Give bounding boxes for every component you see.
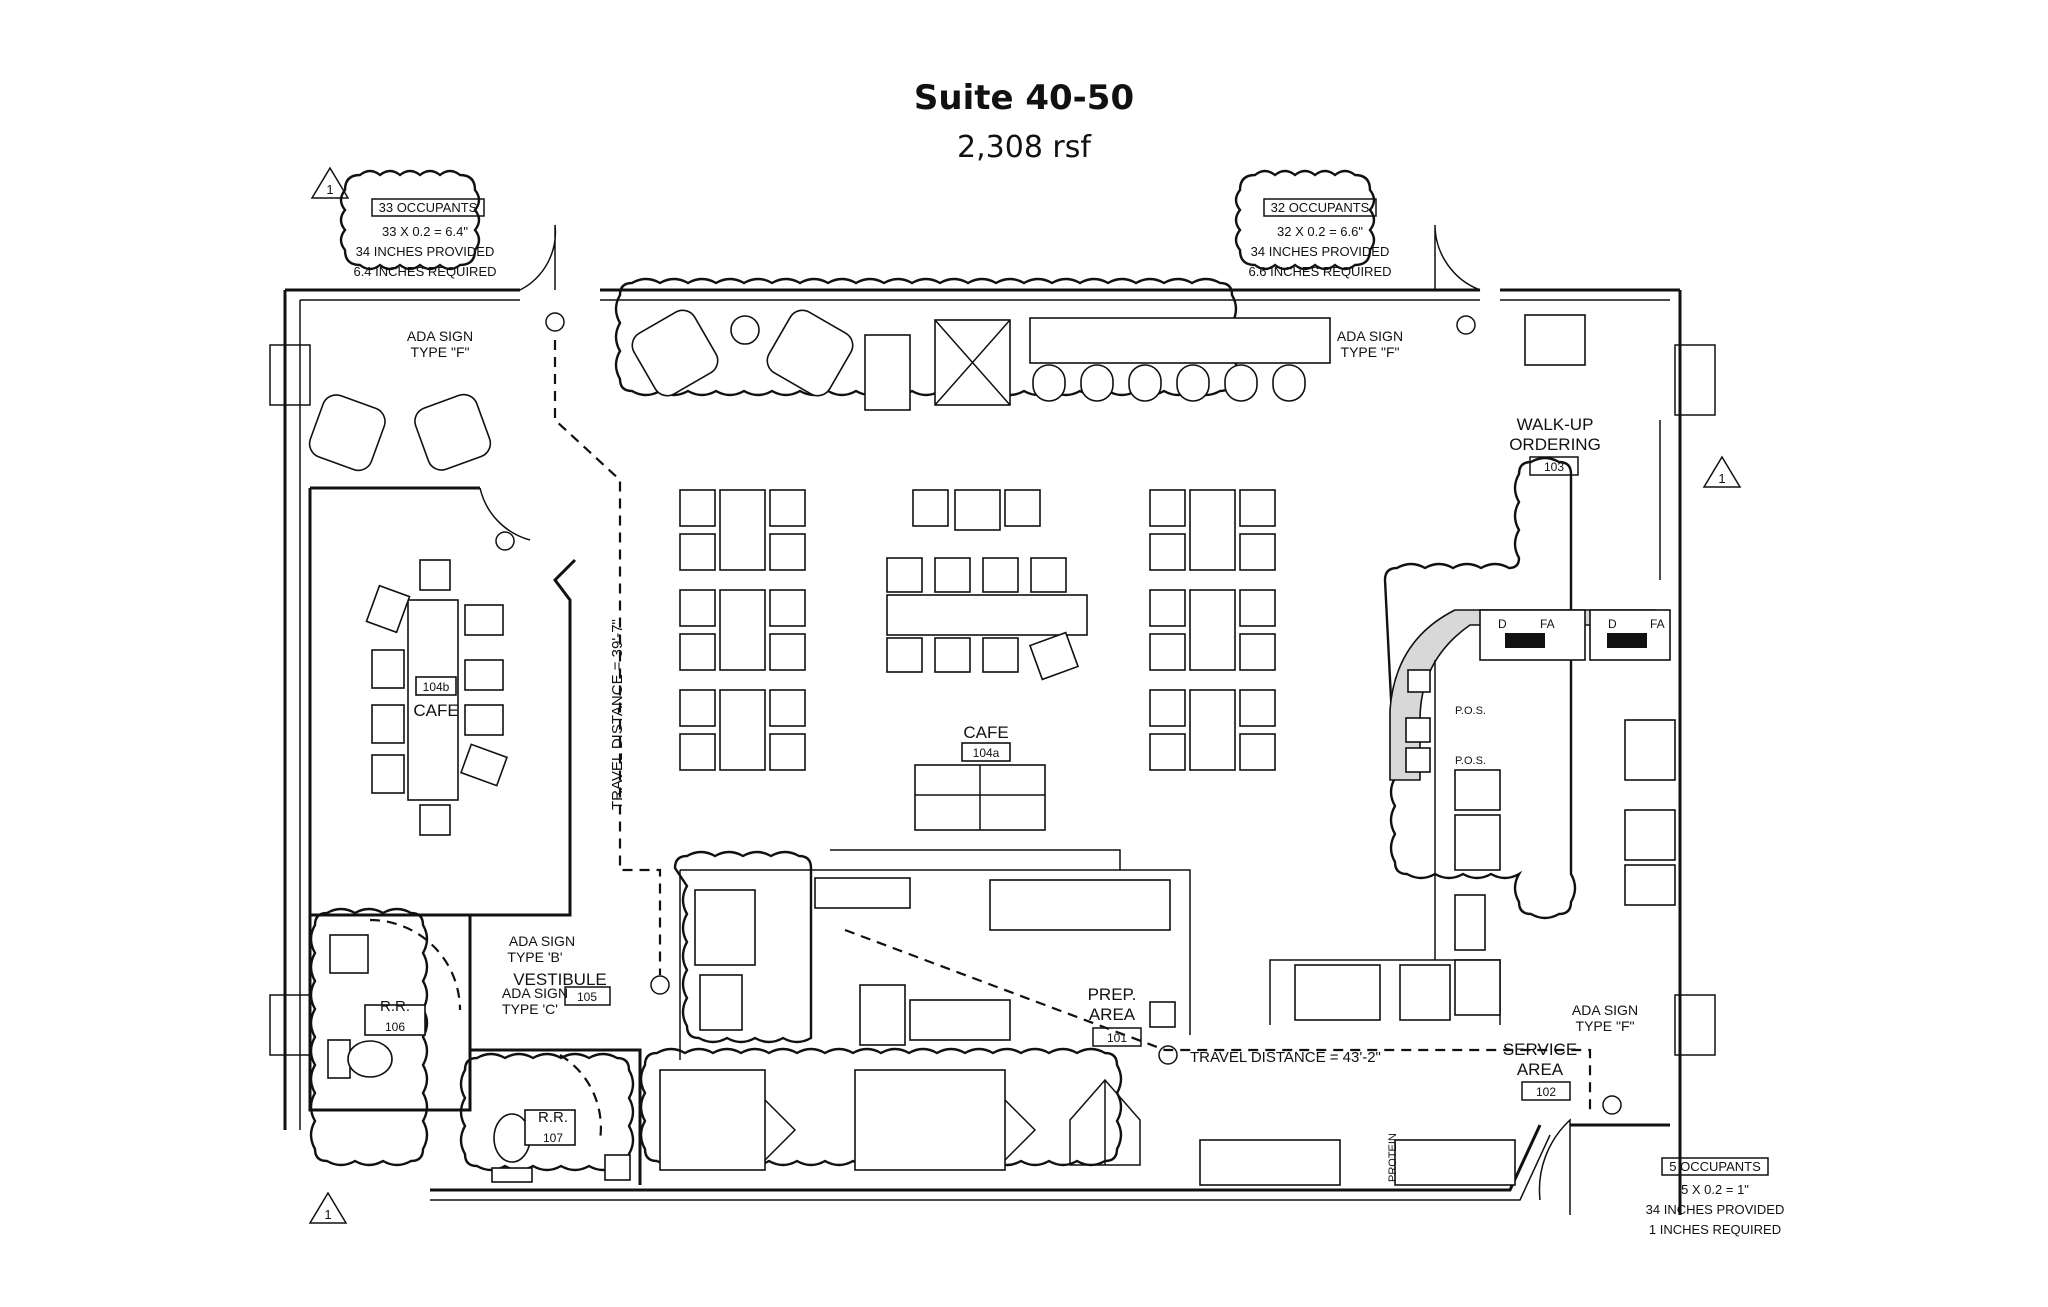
- equipment-label: D: [1498, 617, 1507, 631]
- inches-required: 1 INCHES REQUIRED: [1649, 1222, 1781, 1237]
- equipment-label: FA: [1540, 617, 1555, 631]
- room-number: 103: [1544, 460, 1564, 474]
- ada-sign-type: TYPE "F": [1341, 344, 1400, 360]
- service-counter: D FA D FA P.O.S. P.O.S. SERVICE AREA 102: [1269, 609, 1676, 1115]
- occupants-calc: 33 X 0.2 = 6.4": [382, 224, 468, 239]
- occupants-count: 32 OCCUPANTS: [1271, 200, 1370, 215]
- room-name-line1: WALK-UP: [1517, 415, 1594, 434]
- room-name: R.R.: [538, 1109, 568, 1126]
- revision-mark: 1: [326, 182, 333, 197]
- restrooms: R.R. 106 R.R. 107 VESTIBULE 105: [308, 915, 670, 1185]
- occupancy-note-2: 32 OCCUPANTS 32 X 0.2 = 6.6" 34 INCHES P…: [1248, 198, 1392, 279]
- lounge-furniture: [308, 309, 1586, 472]
- room-number: 107: [543, 1131, 563, 1145]
- room-name: CAFE: [413, 701, 458, 720]
- travel-distance-vertical: TRAVEL DISTANCE = 39'-7": [609, 619, 626, 810]
- protein-label: PROTEIN: [1387, 1133, 1399, 1182]
- occupants-count: 5 OCCUPANTS: [1669, 1159, 1761, 1174]
- occupants-calc: 5 X 0.2 = 1": [1681, 1182, 1749, 1197]
- ada-sign-label: ADA SIGN: [1572, 1002, 1638, 1018]
- ada-sign-type: TYPE 'B': [507, 949, 562, 965]
- ada-sign-label: ADA SIGN: [407, 328, 473, 344]
- ada-sign-label: ADA SIGN: [502, 985, 568, 1001]
- ada-sign-type: TYPE 'C': [502, 1001, 558, 1017]
- room-name-line2: ORDERING: [1509, 435, 1601, 454]
- room-number: 106: [385, 1020, 405, 1034]
- inches-required: 6.4 INCHES REQUIRED: [353, 264, 496, 279]
- ada-sign-type: TYPE "F": [411, 344, 470, 360]
- occupants-count: 33 OCCUPANTS: [379, 200, 478, 215]
- prep-area: PREP. AREA 101 PROTEIN: [659, 849, 1516, 1186]
- room-name: VESTIBULE: [513, 970, 607, 989]
- room-name: R.R.: [380, 998, 410, 1015]
- travel-paths: TRAVEL DISTANCE = 39'-7" TRAVEL DISTANCE…: [553, 340, 1592, 1110]
- revision-triangles: 1 1 1: [308, 166, 1742, 1224]
- page-subtitle: 2,308 rsf: [957, 130, 1091, 165]
- room-number: 102: [1536, 1085, 1556, 1099]
- exterior-walls: [269, 224, 1716, 1215]
- equipment-label: FA: [1650, 617, 1665, 631]
- room-name: CAFE: [963, 723, 1008, 742]
- occupancy-note-3: 5 OCCUPANTS 5 X 0.2 = 1" 34 INCHES PROVI…: [1646, 1157, 1785, 1237]
- room-name-line2: AREA: [1517, 1060, 1564, 1079]
- ada-sign-type: TYPE "F": [1576, 1018, 1635, 1034]
- walkup-ordering: WALK-UP ORDERING 103: [1456, 315, 1661, 580]
- cafe-104b: 104b CAFE: [308, 486, 577, 917]
- equipment-label: D: [1608, 617, 1617, 631]
- pos-label: P.O.S.: [1455, 755, 1486, 767]
- page-title: Suite 40-50: [913, 78, 1135, 118]
- revision-mark: 1: [324, 1207, 331, 1222]
- room-number: 104a: [973, 746, 1000, 760]
- occupants-calc: 32 X 0.2 = 6.6": [1277, 224, 1363, 239]
- room-number: 105: [577, 990, 597, 1004]
- bar-stools: [1032, 364, 1306, 402]
- pos-label: P.O.S.: [1455, 705, 1486, 717]
- cafe-tables: 104a CAFE: [679, 489, 1276, 831]
- inches-provided: 34 INCHES PROVIDED: [1251, 244, 1390, 259]
- inches-provided: 34 INCHES PROVIDED: [356, 244, 495, 259]
- revision-mark: 1: [1718, 471, 1725, 486]
- room-name-line1: PREP.: [1088, 985, 1137, 1004]
- room-name-line2: AREA: [1089, 1005, 1136, 1024]
- occupancy-note-1: 33 OCCUPANTS 33 X 0.2 = 6.4" 34 INCHES P…: [353, 198, 497, 279]
- ada-sign-label: ADA SIGN: [1337, 328, 1403, 344]
- inches-required: 6.6 INCHES REQUIRED: [1248, 264, 1391, 279]
- inches-provided: 34 INCHES PROVIDED: [1646, 1202, 1785, 1217]
- room-number: 104b: [423, 680, 450, 694]
- ada-sign-label: ADA SIGN: [509, 933, 575, 949]
- ada-signs: ADA SIGN TYPE "F" ADA SIGN TYPE "F" ADA …: [407, 312, 1638, 1034]
- travel-distance-horizontal: TRAVEL DISTANCE = 43'-2": [1190, 1049, 1381, 1066]
